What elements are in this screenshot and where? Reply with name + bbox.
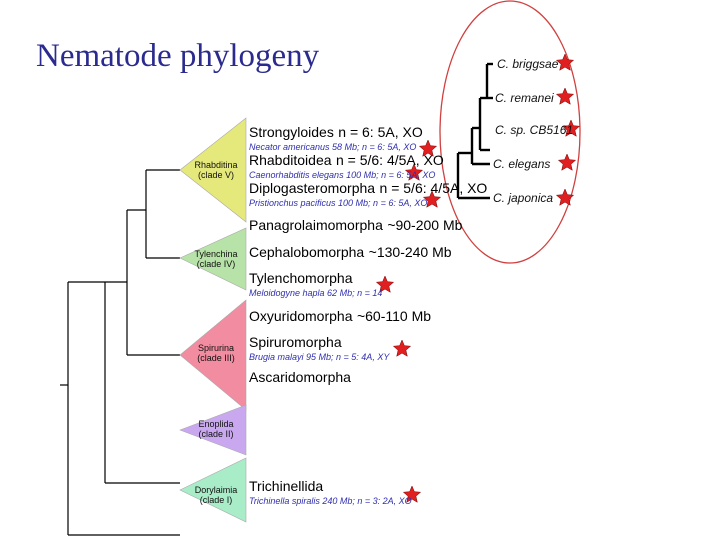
caenorhabditis-ellipse bbox=[439, 0, 581, 264]
group-label-rhabditina: Rhabditina (clade V) bbox=[184, 160, 248, 180]
taxon-oxyuridomorpha: Oxyuridomorpha ~60-110 Mb bbox=[249, 308, 431, 326]
taxon-detail: ~60-110 Mb bbox=[356, 308, 432, 324]
taxon-genome: Pristionchus pacificus 100 Mb; n = 6: 5A… bbox=[249, 198, 428, 208]
species-sp-cb5161: C. sp. CB5161 bbox=[495, 123, 573, 137]
species-remanei: C. remanei bbox=[495, 91, 554, 105]
star-icon bbox=[555, 87, 575, 105]
species-label: briggsae bbox=[512, 57, 559, 71]
group-clade: (clade V) bbox=[197, 170, 234, 180]
group-name: Enoplida bbox=[198, 419, 234, 429]
taxon-name: Diplogasteromorpha bbox=[249, 180, 376, 196]
species-label: sp. CB5161 bbox=[510, 123, 574, 137]
species-elegans: C. elegans bbox=[493, 157, 550, 171]
taxon-name: Spiruromorpha bbox=[249, 334, 342, 350]
star-icon bbox=[422, 190, 442, 208]
taxon-name: Strongyloides bbox=[249, 124, 334, 140]
taxon-name: Trichinellida bbox=[249, 478, 324, 494]
clade-triangle-dorylaimia bbox=[179, 457, 247, 523]
group-clade: (clade III) bbox=[197, 353, 235, 363]
star-icon bbox=[561, 119, 581, 137]
star-icon bbox=[418, 139, 438, 157]
species-japonica: C. japonica bbox=[493, 191, 553, 205]
star-icon bbox=[392, 339, 412, 357]
taxon-strongyloides: Strongyloides n = 6: 5A, XO Necator amer… bbox=[249, 124, 423, 152]
genus-label: C. bbox=[495, 91, 507, 105]
species-label: remanei bbox=[510, 91, 554, 105]
species-briggsae: C. briggsae bbox=[497, 57, 558, 71]
clade-triangle-tylenchina bbox=[179, 227, 247, 291]
genus-label: C. bbox=[497, 57, 509, 71]
group-clade: (clade II) bbox=[198, 429, 234, 439]
taxon-panagrolaimomorpha: Panagrolaimomorpha ~90-200 Mb bbox=[249, 217, 462, 235]
group-label-spirurina: Spirurina (clade III) bbox=[184, 343, 248, 363]
taxon-detail: ~90-200 Mb bbox=[387, 217, 463, 233]
taxon-spiruromorpha: Spiruromorpha Brugia malayi 95 Mb; n = 5… bbox=[249, 334, 389, 362]
star-icon bbox=[402, 485, 422, 503]
slide-title: Nematode phylogeny bbox=[36, 38, 320, 74]
star-icon bbox=[375, 275, 395, 293]
star-icon bbox=[555, 188, 575, 206]
group-label-enoplida: Enoplida (clade II) bbox=[184, 419, 248, 439]
taxon-genome: Trichinella spiralis 240 Mb; n = 3: 2A, … bbox=[249, 496, 412, 506]
star-icon bbox=[404, 163, 424, 181]
genus-label: C. bbox=[495, 123, 507, 137]
group-name: Tylenchina bbox=[194, 249, 238, 259]
taxon-diplogasteromorpha: Diplogasteromorpha n = 5/6: 4/5A, XO Pri… bbox=[249, 180, 487, 208]
taxon-name: Ascaridomorpha bbox=[249, 369, 351, 385]
star-icon bbox=[555, 53, 575, 71]
taxon-trichinellida: Trichinellida Trichinella spiralis 240 M… bbox=[249, 478, 412, 506]
taxon-name: Panagrolaimomorpha bbox=[249, 217, 383, 233]
group-clade: (clade IV) bbox=[196, 259, 236, 269]
group-clade: (clade I) bbox=[199, 495, 233, 505]
taxon-genome: Caenorhabditis elegans 100 Mb; n = 6: 5A… bbox=[249, 170, 436, 180]
taxon-name: Oxyuridomorpha bbox=[249, 308, 353, 324]
taxon-genome: Meloidogyne hapla 62 Mb; n = 14 bbox=[249, 288, 383, 298]
taxon-rhabditoidea: Rhabditoidea n = 5/6: 4/5A, XO Caenorhab… bbox=[249, 152, 444, 180]
genus-label: C. bbox=[493, 157, 505, 171]
taxon-cephalobomorpha: Cephalobomorpha ~130-240 Mb bbox=[249, 244, 452, 262]
taxon-ascaridomorpha: Ascaridomorpha bbox=[249, 369, 351, 387]
taxon-detail: n = 6: 5A, XO bbox=[338, 124, 423, 140]
group-name: Spirurina bbox=[197, 343, 235, 353]
taxon-detail: ~130-240 Mb bbox=[368, 244, 452, 260]
clade-triangle-enoplida bbox=[179, 404, 247, 456]
taxon-name: Rhabditoidea bbox=[249, 152, 332, 168]
clade-triangle-rhabditina bbox=[179, 117, 247, 223]
taxon-genome: Necator americanus 58 Mb; n = 6: 5A, XO bbox=[249, 142, 417, 152]
taxon-name: Tylenchomorpha bbox=[249, 270, 353, 286]
taxon-genome: Brugia malayi 95 Mb; n = 5: 4A, XY bbox=[249, 352, 390, 362]
taxon-tylenchomorpha: Tylenchomorpha Meloidogyne hapla 62 Mb; … bbox=[249, 270, 382, 298]
group-label-tylenchina: Tylenchina (clade IV) bbox=[184, 249, 248, 269]
clade-triangle-spirurina bbox=[179, 299, 247, 411]
taxon-name: Cephalobomorpha bbox=[249, 244, 365, 260]
species-label: japonica bbox=[508, 191, 554, 205]
species-label: elegans bbox=[508, 157, 551, 171]
tree-branches bbox=[60, 169, 180, 536]
star-icon bbox=[557, 153, 577, 171]
genome-stars bbox=[375, 53, 581, 503]
group-label-dorylaimia: Dorylaimia (clade I) bbox=[184, 485, 248, 505]
taxon-detail: n = 5/6: 4/5A, XO bbox=[379, 180, 488, 196]
genus-label: C. bbox=[493, 191, 505, 205]
caenorhabditis-branches bbox=[456, 62, 493, 200]
group-name: Dorylaimia bbox=[194, 485, 238, 495]
taxon-detail: n = 5/6: 4/5A, XO bbox=[335, 152, 444, 168]
group-name: Rhabditina bbox=[194, 160, 238, 170]
